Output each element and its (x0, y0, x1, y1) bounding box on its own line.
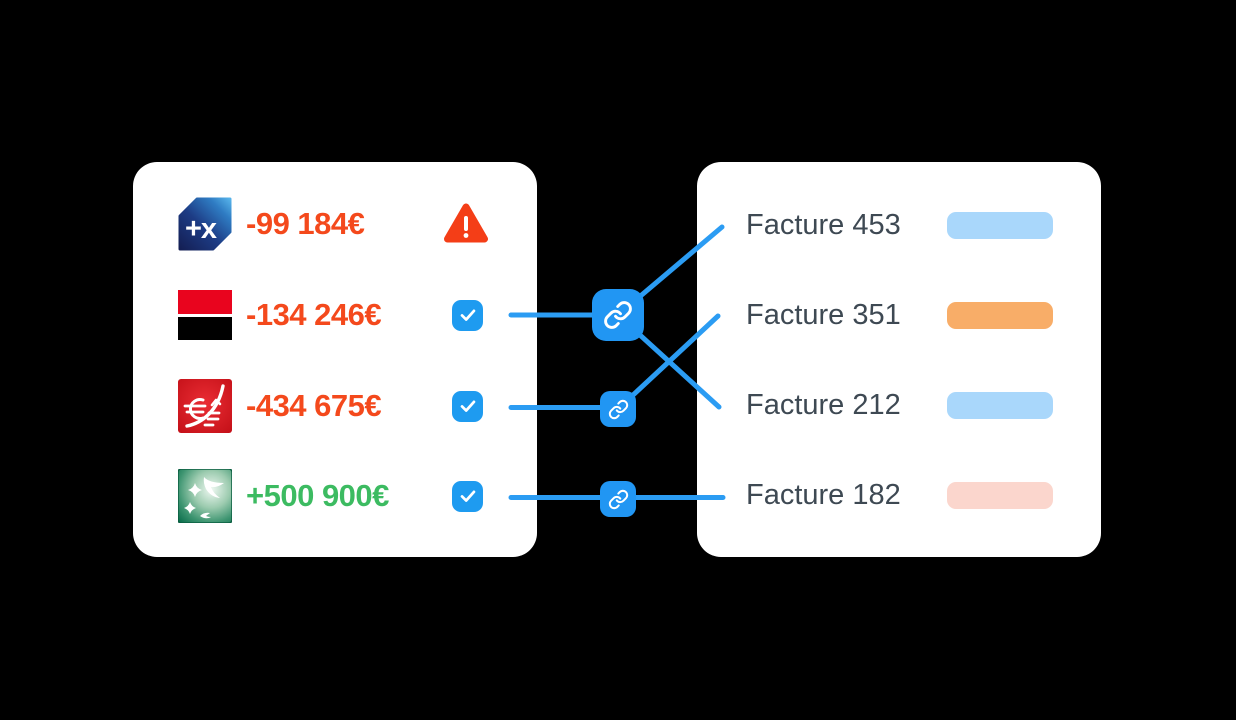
invoice-row: Facture 212 (697, 378, 1101, 432)
invoice-row: Facture 453 (697, 198, 1101, 252)
banque-populaire-logo: +x (178, 197, 232, 251)
invoice-amount-pill (947, 211, 1053, 239)
transaction-row: +x -99 184€ (133, 197, 537, 251)
invoice-label: Facture 212 (746, 389, 901, 421)
transaction-amount: -134 246€ (246, 297, 382, 332)
matched-checkbox[interactable] (452, 390, 483, 422)
transaction-amount: -99 184€ (246, 206, 365, 241)
status-slot (443, 379, 503, 433)
transaction-row: +500 900€ (133, 469, 537, 523)
matched-checkbox[interactable] (452, 480, 483, 512)
check-icon (460, 400, 475, 412)
societe-generale-logo (178, 290, 232, 340)
caisse-epargne-logo (178, 379, 232, 433)
link-icon (604, 301, 632, 329)
invoice-row: Facture 351 (697, 288, 1101, 342)
status-slot (443, 288, 503, 342)
invoice-amount-pill (947, 301, 1053, 329)
bnp-paribas-logo (178, 469, 232, 523)
invoice-label: Facture 182 (746, 479, 901, 511)
transactions-card: +x -99 184€ (133, 162, 537, 557)
invoices-card: Facture 453 Facture 351 Facture 212 Fact… (697, 162, 1101, 557)
link-icon (608, 399, 628, 419)
check-icon (460, 309, 475, 321)
status-slot (443, 197, 503, 251)
transaction-amount: +500 900€ (246, 478, 389, 513)
link-button[interactable] (600, 391, 636, 427)
link-icon (608, 489, 628, 509)
warning-icon (443, 202, 489, 244)
matched-checkbox[interactable] (452, 299, 483, 331)
invoice-label: Facture 351 (746, 299, 901, 331)
invoice-amount-pill (947, 391, 1053, 419)
transaction-row: -434 675€ (133, 379, 537, 433)
status-slot (443, 469, 503, 523)
check-icon (460, 490, 475, 502)
invoice-amount-pill (947, 481, 1053, 509)
link-button[interactable] (592, 289, 644, 341)
transaction-row: -134 246€ (133, 288, 537, 342)
invoice-label: Facture 453 (746, 209, 901, 241)
transaction-amount: -434 675€ (246, 388, 382, 423)
invoice-row: Facture 182 (697, 468, 1101, 522)
svg-text:+x: +x (185, 213, 217, 245)
link-button[interactable] (600, 481, 636, 517)
